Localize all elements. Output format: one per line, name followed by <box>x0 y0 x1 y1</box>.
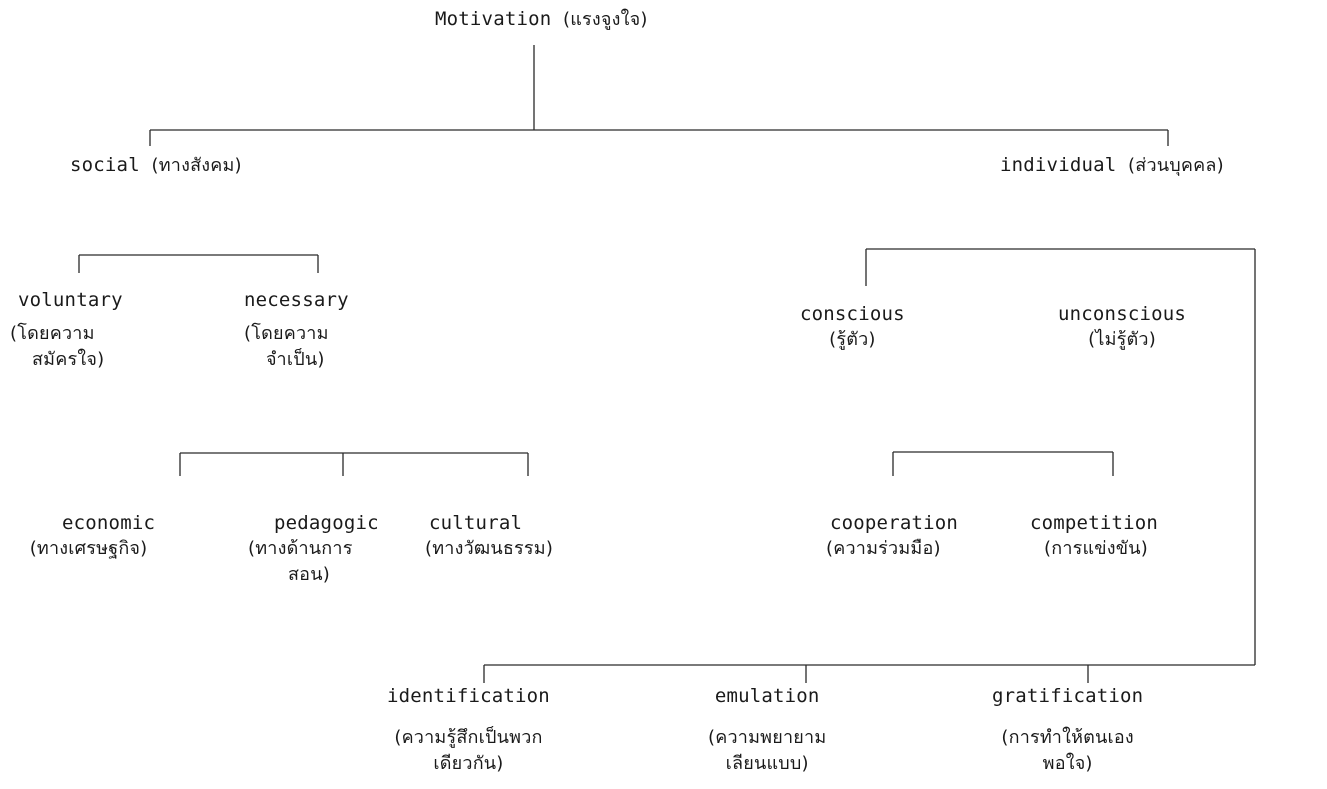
node-economic: economic (ทางเศรษฐกิจ) <box>22 510 155 562</box>
node-cooperation: cooperation (ความร่วมมือ) <box>826 510 958 562</box>
node-competition-th: (การแข่งขัน) <box>1044 538 1149 559</box>
node-gratification-th-line2: พอใจ) <box>1042 753 1093 774</box>
node-motivation: Motivation (แรงจูงใจ) <box>435 6 648 33</box>
node-necessary: necessary (โดยความ จำเป็น) <box>244 287 349 373</box>
node-motivation-th: (แรงจูงใจ) <box>563 9 648 30</box>
node-voluntary-en: voluntary <box>18 289 123 311</box>
connector-lines <box>78 45 1256 683</box>
node-identification-th-line1: (ความรู้สึกเป็นพวก <box>394 727 543 748</box>
node-voluntary-th-line2: สมัครใจ) <box>32 349 105 370</box>
node-necessary-en: necessary <box>244 289 349 311</box>
node-individual-en: individual <box>1000 154 1117 176</box>
node-necessary-th-line1: (โดยความ <box>244 323 329 344</box>
node-voluntary: voluntary (โดยความ สมัครใจ) <box>10 287 123 373</box>
node-gratification: gratification (การทำให้ตนเอง พอใจ) <box>992 683 1143 777</box>
node-cooperation-en: cooperation <box>830 512 959 534</box>
node-economic-en: economic <box>62 512 156 534</box>
node-cultural: cultural (ทางวัฒนธรรม) <box>425 510 553 562</box>
node-conscious-th: (รู้ตัว) <box>829 329 876 350</box>
node-cultural-en: cultural <box>429 512 523 534</box>
node-unconscious-en: unconscious <box>1058 303 1187 325</box>
node-pedagogic: pedagogic (ทางด้านการ สอน) <box>248 510 379 588</box>
node-emulation: emulation (ความพยายาม เลียนแบบ) <box>708 683 826 777</box>
node-voluntary-th-line1: (โดยความ <box>10 323 95 344</box>
node-identification-th-line2: เดียวกัน) <box>433 753 504 774</box>
node-pedagogic-th-line2: สอน) <box>288 564 330 585</box>
node-pedagogic-th-line1: (ทางด้านการ <box>248 538 353 559</box>
node-identification-en: identification <box>387 685 550 707</box>
node-emulation-en: emulation <box>714 685 820 707</box>
node-social: social (ทางสังคม) <box>70 152 242 179</box>
node-cultural-th: (ทางวัฒนธรรม) <box>425 538 554 559</box>
node-emulation-th-line2: เลียนแบบ) <box>725 753 809 774</box>
node-emulation-th-line1: (ความพยายาม <box>708 727 827 748</box>
node-social-en: social <box>70 154 140 176</box>
node-competition-en: competition <box>1030 512 1159 534</box>
node-social-th: (ทางสังคม) <box>151 155 242 176</box>
node-necessary-th-line2: จำเป็น) <box>266 349 325 370</box>
node-identification: identification (ความรู้สึกเป็นพวก เดียวก… <box>387 683 550 777</box>
node-conscious: conscious (รู้ตัว) <box>800 301 905 353</box>
node-unconscious: unconscious (ไม่รู้ตัว) <box>1058 301 1186 353</box>
node-conscious-en: conscious <box>800 303 905 325</box>
node-motivation-en: Motivation <box>435 8 552 30</box>
node-competition: competition (การแข่งขัน) <box>1030 510 1158 562</box>
node-individual: individual (ส่วนบุคคล) <box>1000 152 1224 179</box>
node-unconscious-th: (ไม่รู้ตัว) <box>1088 329 1156 350</box>
node-gratification-th-line1: (การทำให้ตนเอง <box>1001 727 1134 748</box>
node-individual-th: (ส่วนบุคคล) <box>1128 155 1224 176</box>
node-cooperation-th: (ความร่วมมือ) <box>826 538 941 559</box>
node-gratification-en: gratification <box>992 685 1144 707</box>
node-pedagogic-en: pedagogic <box>274 512 379 534</box>
node-economic-th: (ทางเศรษฐกิจ) <box>29 538 148 559</box>
